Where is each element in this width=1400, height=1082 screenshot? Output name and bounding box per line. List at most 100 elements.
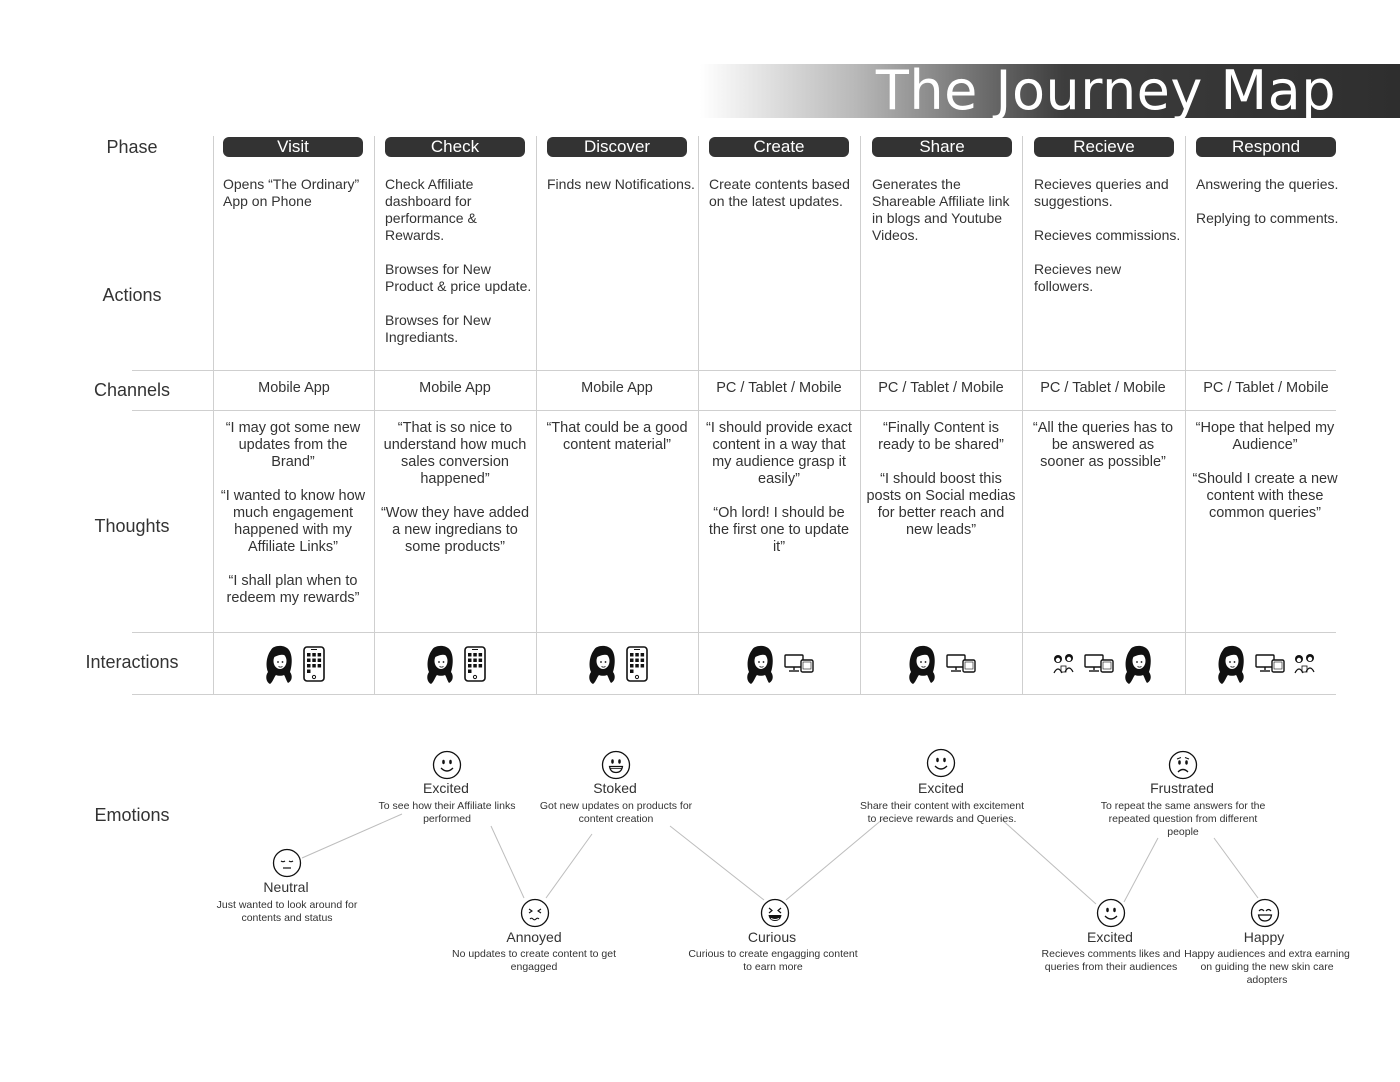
phase-check: Check xyxy=(385,137,525,157)
devices-icon xyxy=(1255,654,1285,674)
emotion-desc: Happy audiences and extra earning on gui… xyxy=(1184,948,1350,986)
action-text: Check Affiliate dashboard for performanc… xyxy=(385,176,477,243)
divider-actions xyxy=(132,370,1336,371)
happy-face-icon xyxy=(1250,898,1280,932)
thoughts-visit: “I may got some new updates from the Bra… xyxy=(218,420,368,624)
audience-icon xyxy=(1052,653,1076,675)
thought-text: “Finally Content is ready to be shared” xyxy=(878,420,1004,453)
thought-text: “I should provide exact content in a way… xyxy=(706,420,852,487)
thought-text: “I should boost this posts on Social med… xyxy=(866,471,1016,538)
thought-text: “All the queries has to be answered as s… xyxy=(1032,420,1174,470)
laugh-face-icon xyxy=(760,898,790,932)
page-title: The Journey Map xyxy=(875,59,1336,122)
interactions-respond xyxy=(1185,642,1347,686)
action-text: Opens “The Ordinary” App on Phone xyxy=(223,176,360,209)
user-avatar-icon xyxy=(906,644,938,684)
thought-text: “I shall plan when to redeem my rewards” xyxy=(226,573,360,606)
user-avatar-icon xyxy=(744,644,776,684)
emotion-face-excited xyxy=(1096,898,1126,933)
interactions-share xyxy=(860,642,1022,686)
channel-respond: PC / Tablet / Mobile xyxy=(1203,380,1329,396)
title-banner xyxy=(700,64,1400,118)
emotion-desc: Recieves comments likes and queries from… xyxy=(1041,948,1181,973)
emotion-name: Excited xyxy=(1087,929,1133,945)
phase-visit: Visit xyxy=(223,137,363,157)
emotion-name: Neutral xyxy=(263,879,309,895)
emotion-name: Annoyed xyxy=(506,929,562,945)
action-text: Browses for New Product & price update. xyxy=(385,261,532,294)
devices-icon xyxy=(1084,654,1114,674)
actions-check: Check Affiliate dashboard for performanc… xyxy=(385,176,535,363)
emotion-face-annoyed xyxy=(520,898,550,933)
emotion-face-neutral xyxy=(272,848,302,883)
smile-face-icon xyxy=(432,750,462,784)
actions-discover: Finds new Notifications. xyxy=(547,176,697,210)
action-text: Recieves queries and suggestions. xyxy=(1034,176,1169,209)
thought-text: “I may got some new updates from the Bra… xyxy=(225,420,361,470)
phase-recieve: Recieve xyxy=(1034,137,1174,157)
devices-icon xyxy=(784,654,814,674)
mobile-app-icon xyxy=(464,646,486,682)
audience-icon xyxy=(1293,653,1317,675)
divider-thoughts xyxy=(132,632,1336,633)
emotion-name: Excited xyxy=(918,780,964,796)
interactions-create xyxy=(698,642,860,686)
channel-visit: Mobile App xyxy=(258,380,330,396)
smile-face-icon xyxy=(926,748,956,782)
row-label-phase: Phase xyxy=(106,137,158,157)
emotion-face-excited xyxy=(926,748,956,783)
emotion-desc: No updates to create content to get enga… xyxy=(451,948,617,973)
emotion-name: Frustrated xyxy=(1150,780,1214,796)
action-text: Answering the queries. xyxy=(1196,176,1339,192)
emotion-desc: Got new updates on products for content … xyxy=(539,800,693,825)
emotion-name: Excited xyxy=(423,780,469,796)
thought-text: “That is so nice to understand how much … xyxy=(383,420,527,487)
grin-face-icon xyxy=(601,750,631,784)
divider-channels xyxy=(132,410,1336,411)
action-text: Recieves new followers. xyxy=(1034,261,1122,294)
emotion-face-stoked xyxy=(601,750,631,785)
row-label-thoughts: Thoughts xyxy=(94,516,170,536)
mobile-app-icon xyxy=(303,646,325,682)
channel-share: PC / Tablet / Mobile xyxy=(878,380,1004,396)
thoughts-respond: “Hope that helped my Audience” “Should I… xyxy=(1190,420,1340,539)
emotion-face-curious xyxy=(760,898,790,933)
emotion-desc: Share their content with excitement to r… xyxy=(859,800,1024,825)
row-label-interactions: Interactions xyxy=(85,652,179,672)
row-label-emotions: Emotions xyxy=(94,805,170,825)
channel-discover: Mobile App xyxy=(581,380,653,396)
thoughts-check: “That is so nice to understand how much … xyxy=(380,420,530,573)
actions-respond: Answering the queries. Replying to comme… xyxy=(1196,176,1346,244)
emotion-face-frustrated xyxy=(1168,750,1198,785)
smile-face-icon xyxy=(1096,898,1126,932)
column-divider xyxy=(213,136,214,694)
interactions-check xyxy=(374,642,536,686)
emotion-face-happy xyxy=(1250,898,1280,933)
mobile-app-icon xyxy=(626,646,648,682)
thought-text: “Should I create a new content with thes… xyxy=(1192,471,1338,521)
channel-recieve: PC / Tablet / Mobile xyxy=(1040,380,1166,396)
phase-share: Share xyxy=(872,137,1012,157)
actions-create: Create contents based on the latest upda… xyxy=(709,176,859,227)
divider-interactions xyxy=(132,694,1336,695)
thought-text: “I wanted to know how much engagement ha… xyxy=(220,488,366,555)
column-divider xyxy=(374,136,375,694)
channel-check: Mobile App xyxy=(419,380,491,396)
actions-visit: Opens “The Ordinary” App on Phone xyxy=(223,176,373,227)
user-avatar-icon xyxy=(1215,644,1247,684)
channel-create: PC / Tablet / Mobile xyxy=(716,380,842,396)
action-text: Generates the Shareable Affiliate link i… xyxy=(872,176,1010,243)
annoyed-face-icon xyxy=(520,898,550,932)
emotion-face-excited xyxy=(432,750,462,785)
actions-share: Generates the Shareable Affiliate link i… xyxy=(872,176,1022,261)
thoughts-create: “I should provide exact content in a way… xyxy=(704,420,854,573)
column-divider xyxy=(536,136,537,694)
thoughts-share: “Finally Content is ready to be shared” … xyxy=(866,420,1016,556)
action-text: Replying to comments. xyxy=(1196,210,1339,226)
interactions-recieve xyxy=(1022,642,1184,686)
user-avatar-icon xyxy=(424,644,456,684)
action-text: Finds new Notifications. xyxy=(547,176,695,192)
thought-text: “Wow they have added a new ingredians to… xyxy=(380,505,530,555)
thought-text: “Oh lord! I should be the first one to u… xyxy=(708,505,850,555)
frown-face-icon xyxy=(1168,750,1198,784)
